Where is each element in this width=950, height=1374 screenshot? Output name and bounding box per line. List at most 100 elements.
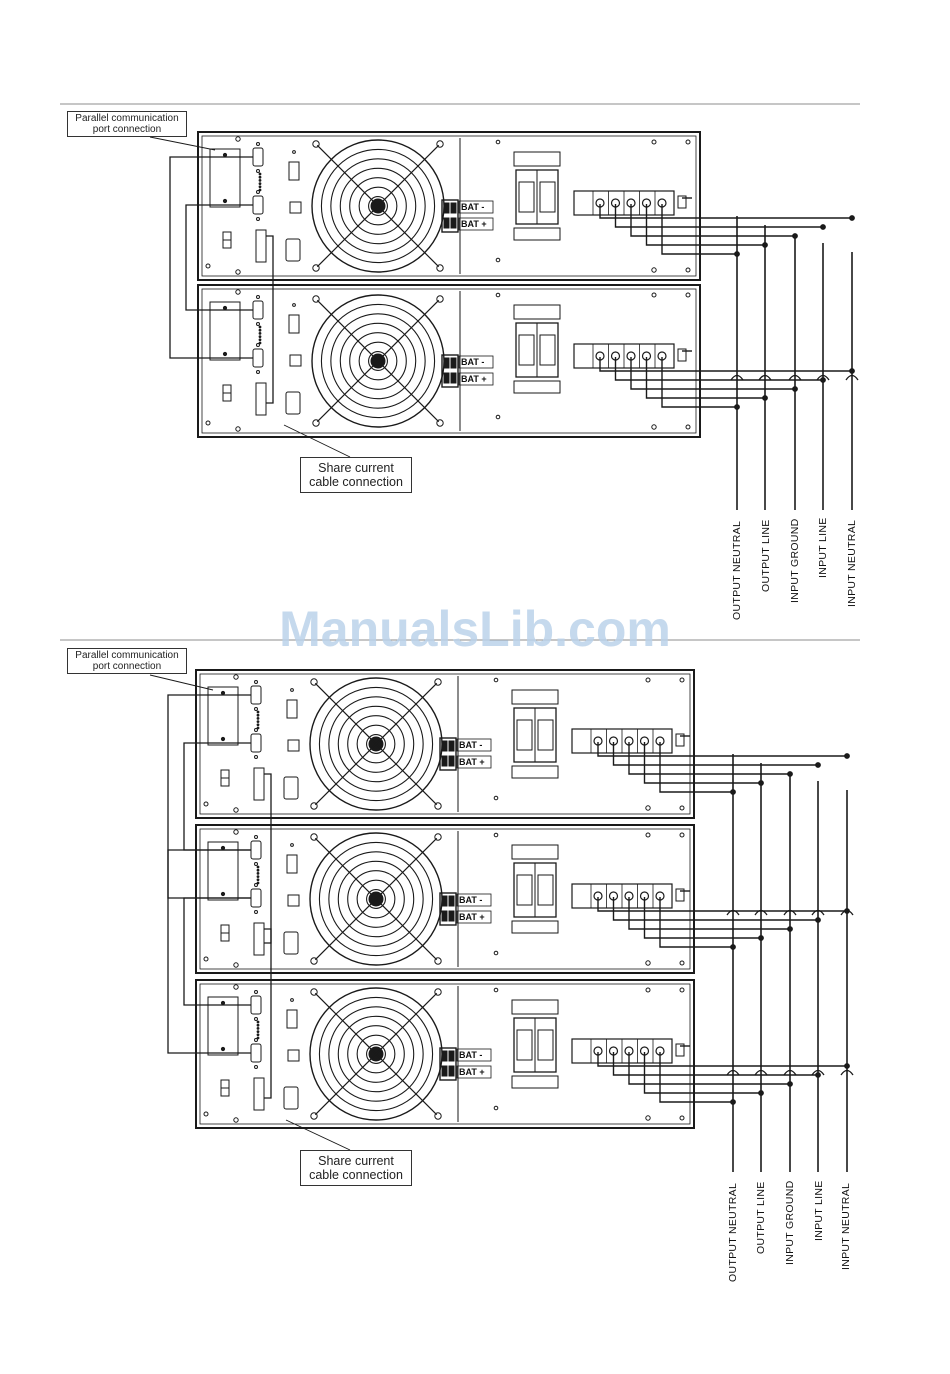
screw bbox=[254, 728, 258, 732]
ground-terminal bbox=[677, 348, 687, 362]
output-wire bbox=[612, 897, 818, 921]
label-input-line-2: INPUT LINE bbox=[813, 1180, 825, 1241]
battery-pin bbox=[443, 372, 450, 384]
breaker-top-bracket bbox=[513, 151, 561, 167]
fan-guard-ring bbox=[339, 167, 417, 245]
bus-junction bbox=[844, 753, 850, 759]
screw bbox=[233, 962, 239, 968]
share-current-callout-1-line1: Share current bbox=[318, 461, 394, 475]
ups-unit-inner-frame bbox=[201, 288, 697, 434]
led-dot bbox=[256, 720, 260, 723]
fan-guard-ring bbox=[330, 313, 426, 409]
led-dot bbox=[258, 332, 262, 335]
led-dot bbox=[256, 1023, 260, 1027]
screw bbox=[222, 351, 228, 357]
screw bbox=[254, 680, 258, 684]
breaker-bottom-bracket bbox=[511, 1075, 559, 1089]
wire-crossover bbox=[726, 909, 740, 916]
fan-screw bbox=[434, 957, 442, 965]
bat-label-box bbox=[458, 372, 494, 386]
epo-port bbox=[287, 1049, 300, 1062]
wire-crossover bbox=[726, 1069, 740, 1076]
breaker-switch bbox=[518, 334, 535, 366]
share-current-connector bbox=[253, 922, 265, 956]
battery-pin bbox=[441, 755, 448, 767]
output-wire bbox=[628, 897, 790, 930]
output-wire bbox=[659, 1052, 733, 1103]
screw bbox=[685, 424, 691, 430]
parallel-comm-cable bbox=[183, 897, 251, 1006]
breaker-switch bbox=[516, 1029, 533, 1061]
output-wire bbox=[614, 204, 823, 228]
wire-crossover bbox=[754, 909, 768, 916]
share-current-connector bbox=[255, 229, 267, 263]
screw bbox=[220, 1000, 226, 1006]
screw bbox=[233, 829, 239, 835]
share-current-callout-1-line2: cable connection bbox=[309, 475, 403, 489]
screw bbox=[679, 960, 685, 966]
fan-screw bbox=[436, 419, 444, 427]
battery-pin bbox=[448, 910, 455, 922]
db9-port bbox=[283, 931, 299, 955]
screw bbox=[495, 139, 501, 145]
ground-terminal bbox=[675, 888, 685, 902]
parallel-port-callout-1-line1: Parallel communication bbox=[75, 113, 179, 124]
fan-screw bbox=[312, 295, 320, 303]
ups-unit-frame bbox=[195, 669, 695, 819]
wire-crossover bbox=[845, 374, 859, 381]
led-dot bbox=[256, 710, 260, 714]
rj-port bbox=[288, 161, 300, 181]
parallel-port-callout-2-line1: Parallel communication bbox=[75, 650, 179, 661]
comm-slot-cover bbox=[207, 686, 239, 746]
share-current-connector bbox=[255, 382, 267, 416]
fan-screw bbox=[312, 264, 320, 272]
screw bbox=[254, 862, 258, 866]
screw bbox=[205, 420, 211, 426]
led-dot bbox=[258, 341, 262, 345]
bus-junction bbox=[820, 224, 826, 230]
output-wire bbox=[630, 204, 795, 237]
db9-port bbox=[250, 995, 262, 1015]
ups-unit-1-1: BAT -BAT + bbox=[195, 824, 695, 974]
led-dot bbox=[258, 188, 262, 192]
screw bbox=[292, 303, 296, 307]
screw bbox=[254, 755, 258, 759]
led-dot bbox=[258, 338, 262, 342]
fan-guard-ring bbox=[337, 705, 415, 783]
fan-guard-ring bbox=[366, 889, 386, 909]
screw bbox=[290, 843, 294, 847]
battery-connector bbox=[441, 354, 459, 388]
screw bbox=[290, 998, 294, 1002]
breaker-bottom-bracket bbox=[513, 380, 561, 394]
screw bbox=[495, 257, 501, 263]
fan-screw bbox=[434, 802, 442, 810]
output-wire bbox=[630, 357, 795, 390]
led-dot bbox=[256, 1027, 260, 1030]
output-wire bbox=[643, 742, 761, 784]
bus-junction bbox=[815, 762, 821, 768]
label-input-neutral-1: INPUT NEUTRAL bbox=[846, 519, 858, 607]
led-dot bbox=[258, 175, 262, 179]
led-dot bbox=[256, 723, 260, 727]
parallel-port-callout-2: Parallel communication port connection bbox=[67, 648, 187, 674]
screw bbox=[254, 990, 258, 994]
ups-unit-1-2: BAT -BAT + bbox=[195, 979, 695, 1129]
screw bbox=[203, 1111, 209, 1117]
battery-pin bbox=[448, 1065, 455, 1077]
breaker-switch bbox=[537, 874, 554, 906]
share-current-callout-2-line2: cable connection bbox=[309, 1168, 403, 1182]
output-wire bbox=[645, 204, 765, 246]
ups-unit-frame bbox=[197, 131, 701, 281]
battery-pin bbox=[450, 202, 457, 214]
fan-guard-ring bbox=[328, 851, 424, 947]
fan-guard-ring bbox=[356, 1034, 396, 1074]
output-wire bbox=[645, 357, 765, 399]
led-dot bbox=[256, 1036, 260, 1040]
breaker-top-bracket bbox=[511, 999, 559, 1015]
parallel-port-callout-1: Parallel communication port connection bbox=[67, 111, 187, 137]
led-dot bbox=[256, 881, 260, 885]
share-current-cable bbox=[266, 235, 274, 404]
screw bbox=[645, 960, 651, 966]
screw bbox=[235, 269, 241, 275]
